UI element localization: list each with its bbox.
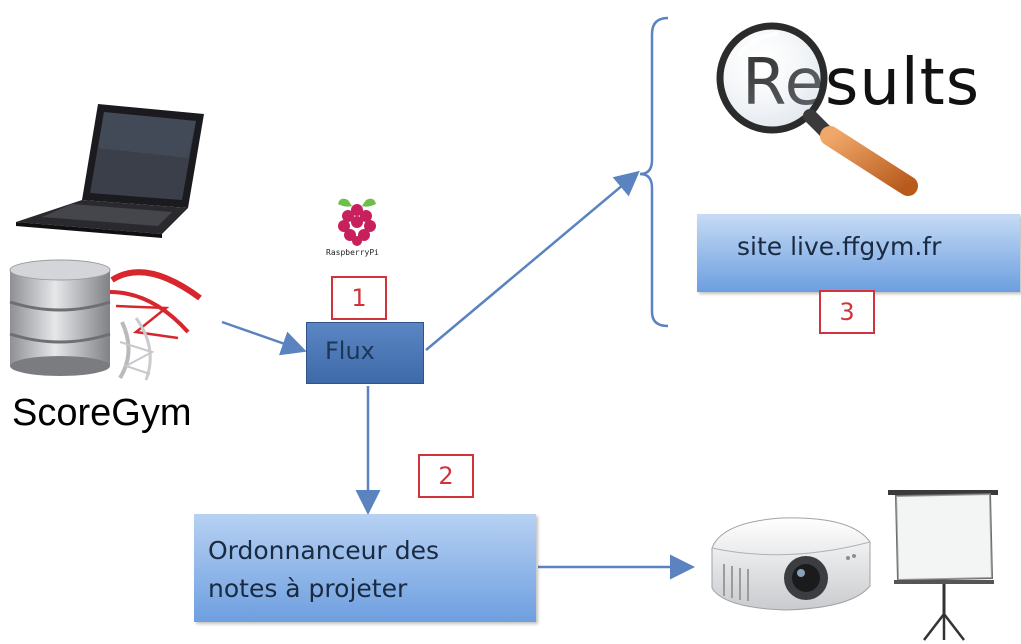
sql-server-icon bbox=[109, 269, 202, 381]
step-marker-3: 3 bbox=[819, 290, 875, 334]
scoregym-label: ScoreGym bbox=[12, 392, 192, 434]
ordonnanceur-node: Ordonnanceur des notes à projeter bbox=[194, 514, 536, 622]
laptop-icon bbox=[16, 104, 204, 238]
ordonnanceur-label: Ordonnanceur des notes à projeter bbox=[208, 536, 440, 603]
database-icon bbox=[9, 259, 111, 376]
arrow-flux-to-results bbox=[425, 170, 640, 351]
step-marker-1: 1 bbox=[331, 276, 387, 320]
flux-node: Flux bbox=[306, 322, 424, 384]
step-marker-1-text: 1 bbox=[351, 284, 367, 312]
step-marker-2: 2 bbox=[418, 454, 474, 498]
raspberry-pi-label: RaspberryPi bbox=[326, 248, 379, 257]
raspberry-pi-icon bbox=[338, 198, 376, 246]
results-brace bbox=[639, 16, 669, 328]
arrow-scoregym-to-flux bbox=[221, 320, 307, 356]
site-label: site live.ffgym.fr bbox=[737, 232, 942, 261]
projector-icon bbox=[711, 517, 871, 611]
step-marker-2-text: 2 bbox=[438, 462, 454, 490]
projection-screen-icon bbox=[888, 490, 998, 641]
site-node: site live.ffgym.fr bbox=[697, 214, 1020, 292]
magnifier-icon bbox=[716, 22, 918, 196]
step-marker-3-text: 3 bbox=[839, 298, 855, 326]
flux-label: Flux bbox=[325, 337, 375, 365]
